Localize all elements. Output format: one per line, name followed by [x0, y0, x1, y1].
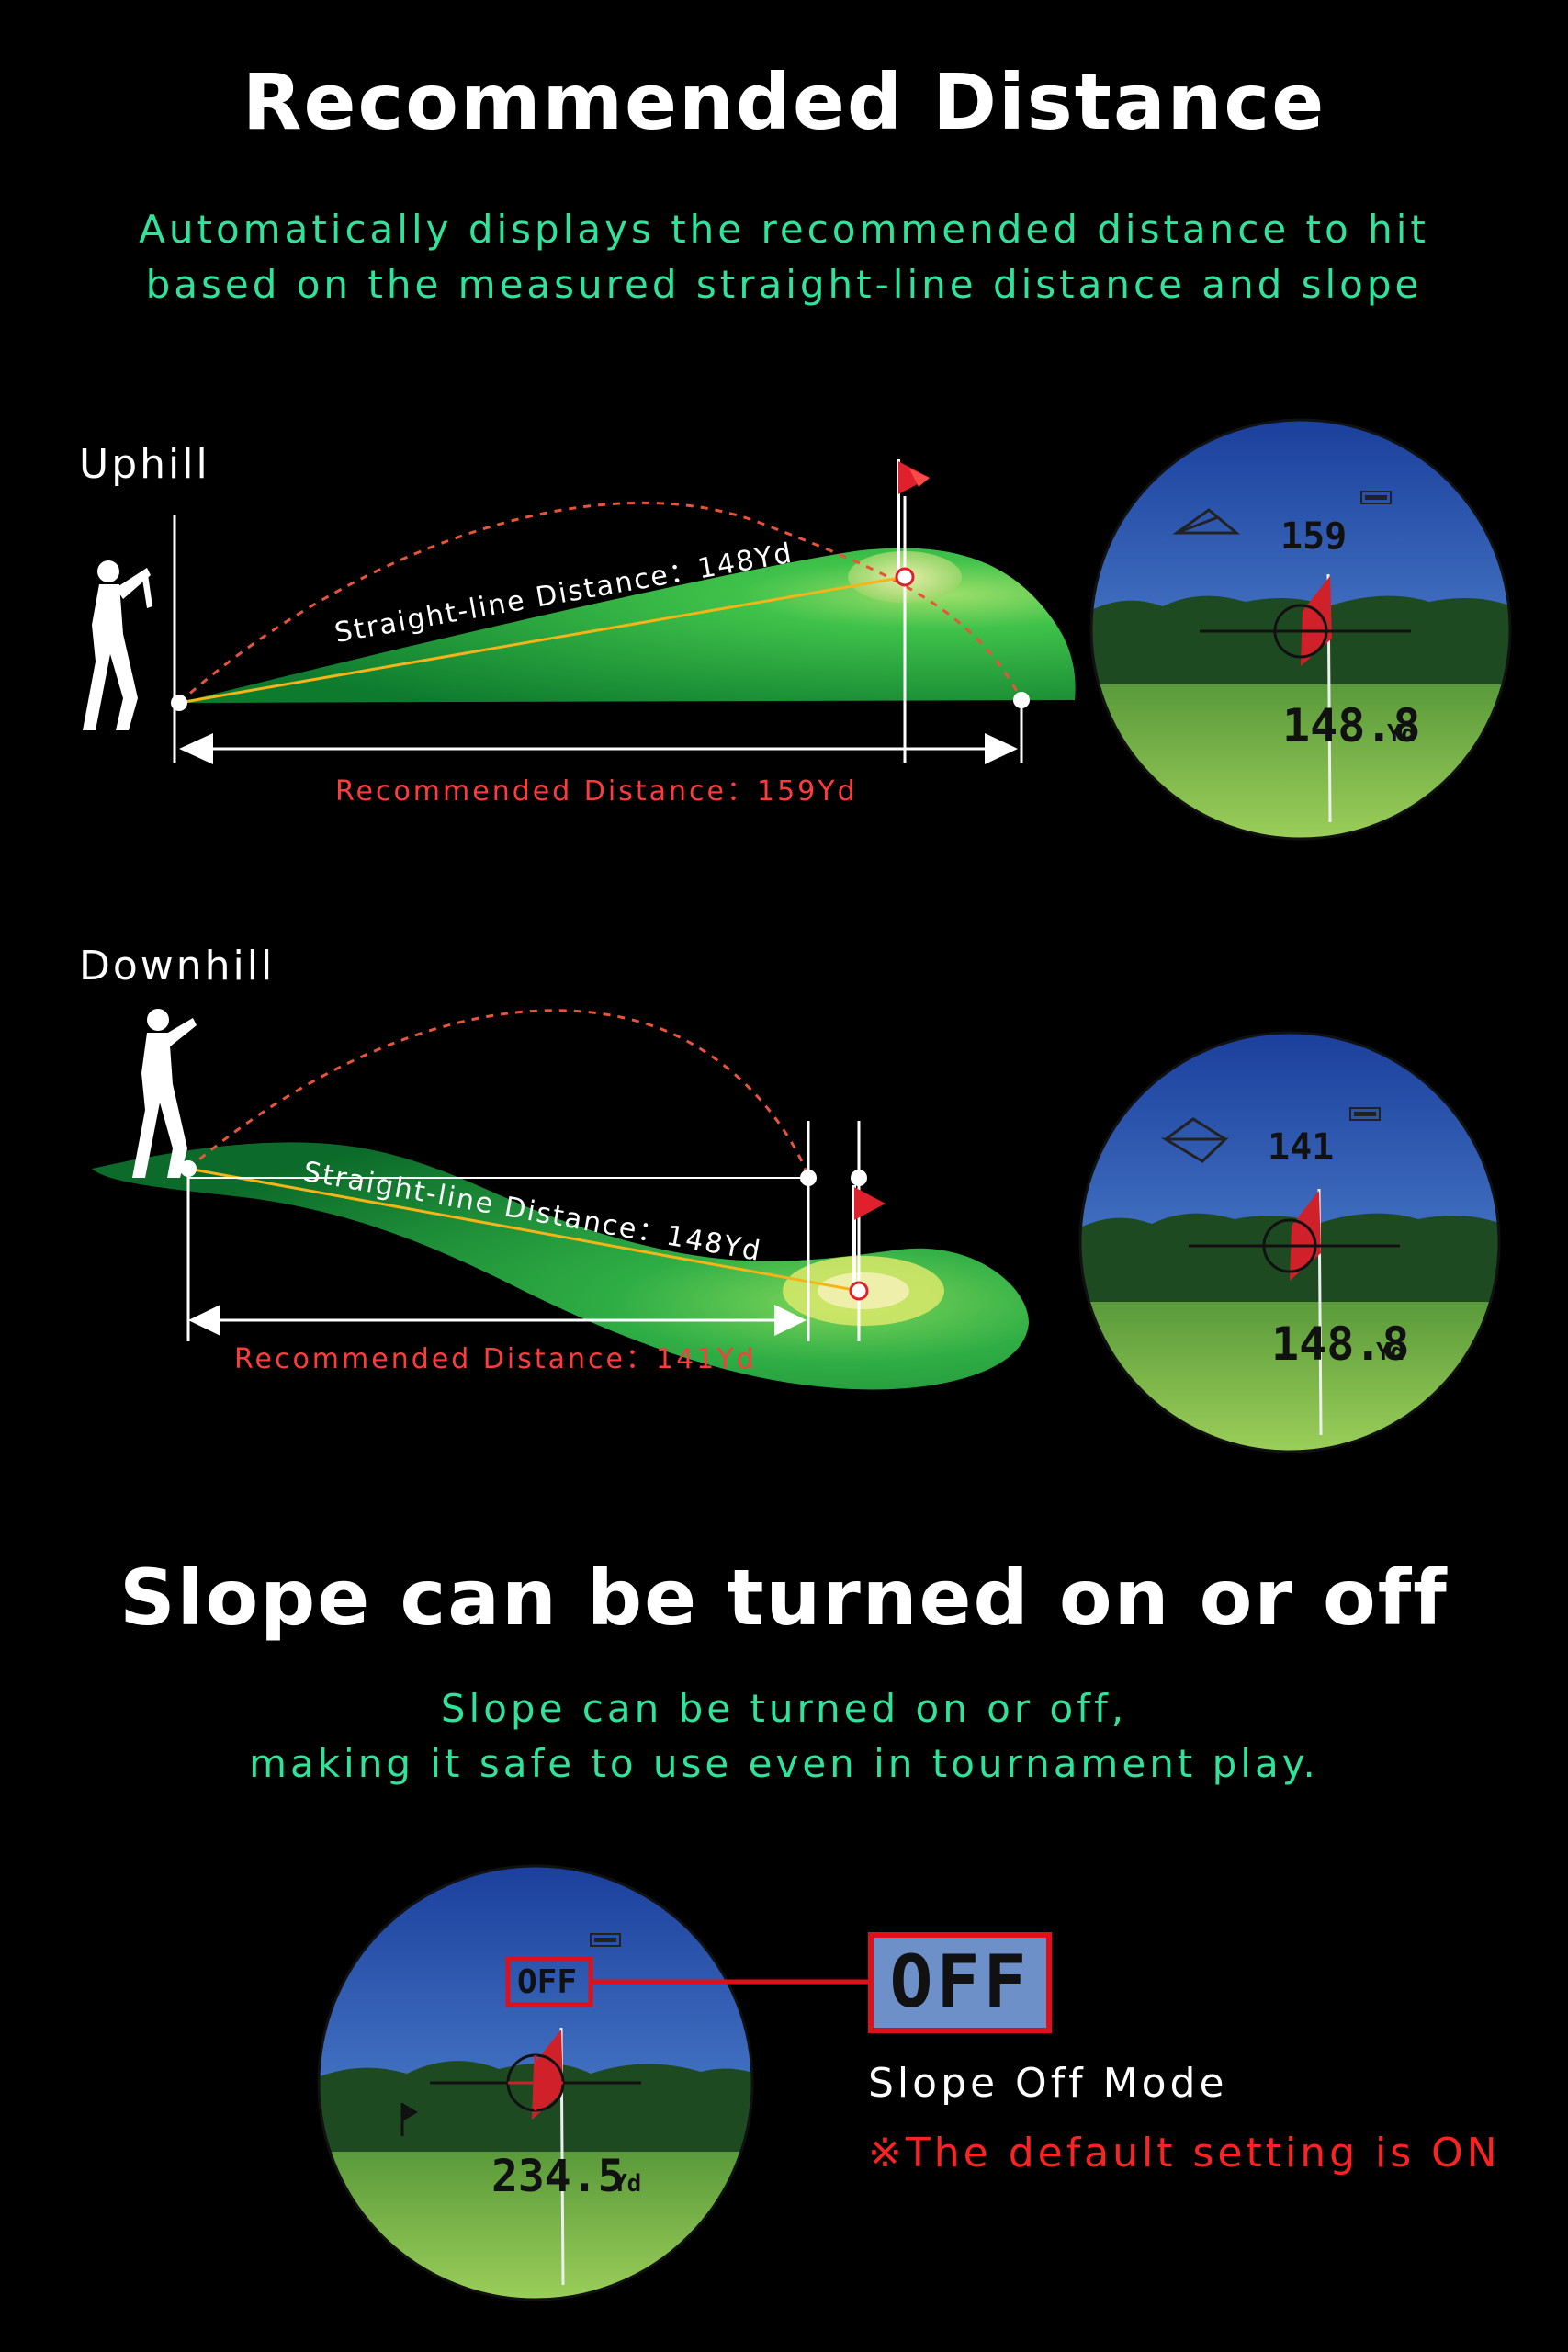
uphill-flag-icon — [897, 459, 930, 574]
section2-subtitle-line2: making it safe to use even in tournament… — [249, 1741, 1319, 1786]
slope-icon — [1160, 1117, 1229, 1163]
downhill-scope-top-value: 141 — [1268, 1126, 1334, 1169]
section2-subtitle-line1: Slope can be turned on or off, — [440, 1686, 1128, 1731]
downhill-fairway — [92, 1142, 1029, 1390]
uphill-label: Uphill — [79, 441, 210, 488]
downhill-ball-flight — [187, 1009, 810, 1179]
golfer-silhouette-icon — [132, 1009, 197, 1178]
slope-off-scope-indicator: OFF — [517, 1963, 577, 2001]
downhill-flag-icon — [852, 1185, 886, 1286]
battery-icon — [590, 1933, 621, 1947]
slope-off-mode-label: Slope Off Mode — [868, 2060, 1228, 2107]
uphill-scope-top-value: 159 — [1280, 515, 1347, 558]
section-title-recommended-distance: Recommended Distance — [242, 57, 1326, 147]
default-setting-note: ※The default setting is ON — [868, 2130, 1501, 2177]
slope-icon — [1172, 508, 1241, 535]
downhill-scope-unit: Yd — [1376, 1339, 1404, 1366]
section-subtitle-line1: Automatically displays the recommended d… — [139, 207, 1429, 252]
slope-off-callout-text: OFF — [889, 1941, 1031, 2024]
slope-off-scope-distance: 234.5 — [491, 2151, 625, 2202]
downhill-scope-distance: 148.8 — [1271, 1317, 1410, 1371]
slope-off-callout: OFF — [868, 1932, 1052, 2033]
uphill-straight-line — [178, 575, 906, 705]
battery-icon — [1360, 491, 1392, 504]
uphill-ball-flight — [178, 501, 1023, 705]
downhill-straight-line — [187, 1167, 860, 1293]
downhill-recommended-label: Recommended Distance：141Yd — [234, 1343, 757, 1375]
battery-icon — [1349, 1107, 1381, 1121]
downhill-scope: 141 148.8 Yd — [1078, 1031, 1501, 1453]
flag-mode-icon — [400, 2103, 418, 2136]
section-title-slope-toggle: Slope can be turned on or off — [119, 1553, 1449, 1643]
slope-off-scope: OFF 234.5 Yd — [317, 1864, 754, 2301]
golfer-silhouette-icon — [83, 560, 152, 730]
uphill-scope-unit: Yd — [1387, 720, 1416, 748]
downhill-label: Downhill — [79, 943, 276, 989]
uphill-scope: 159 148.8 Yd — [1089, 418, 1512, 841]
uphill-recommended-label: Recommended Distance：159Yd — [335, 775, 858, 808]
section-subtitle-line2: based on the measured straight-line dist… — [145, 262, 1423, 307]
slope-off-scope-unit: Yd — [613, 2170, 641, 2198]
uphill-scope-distance: 148.8 — [1282, 699, 1421, 752]
